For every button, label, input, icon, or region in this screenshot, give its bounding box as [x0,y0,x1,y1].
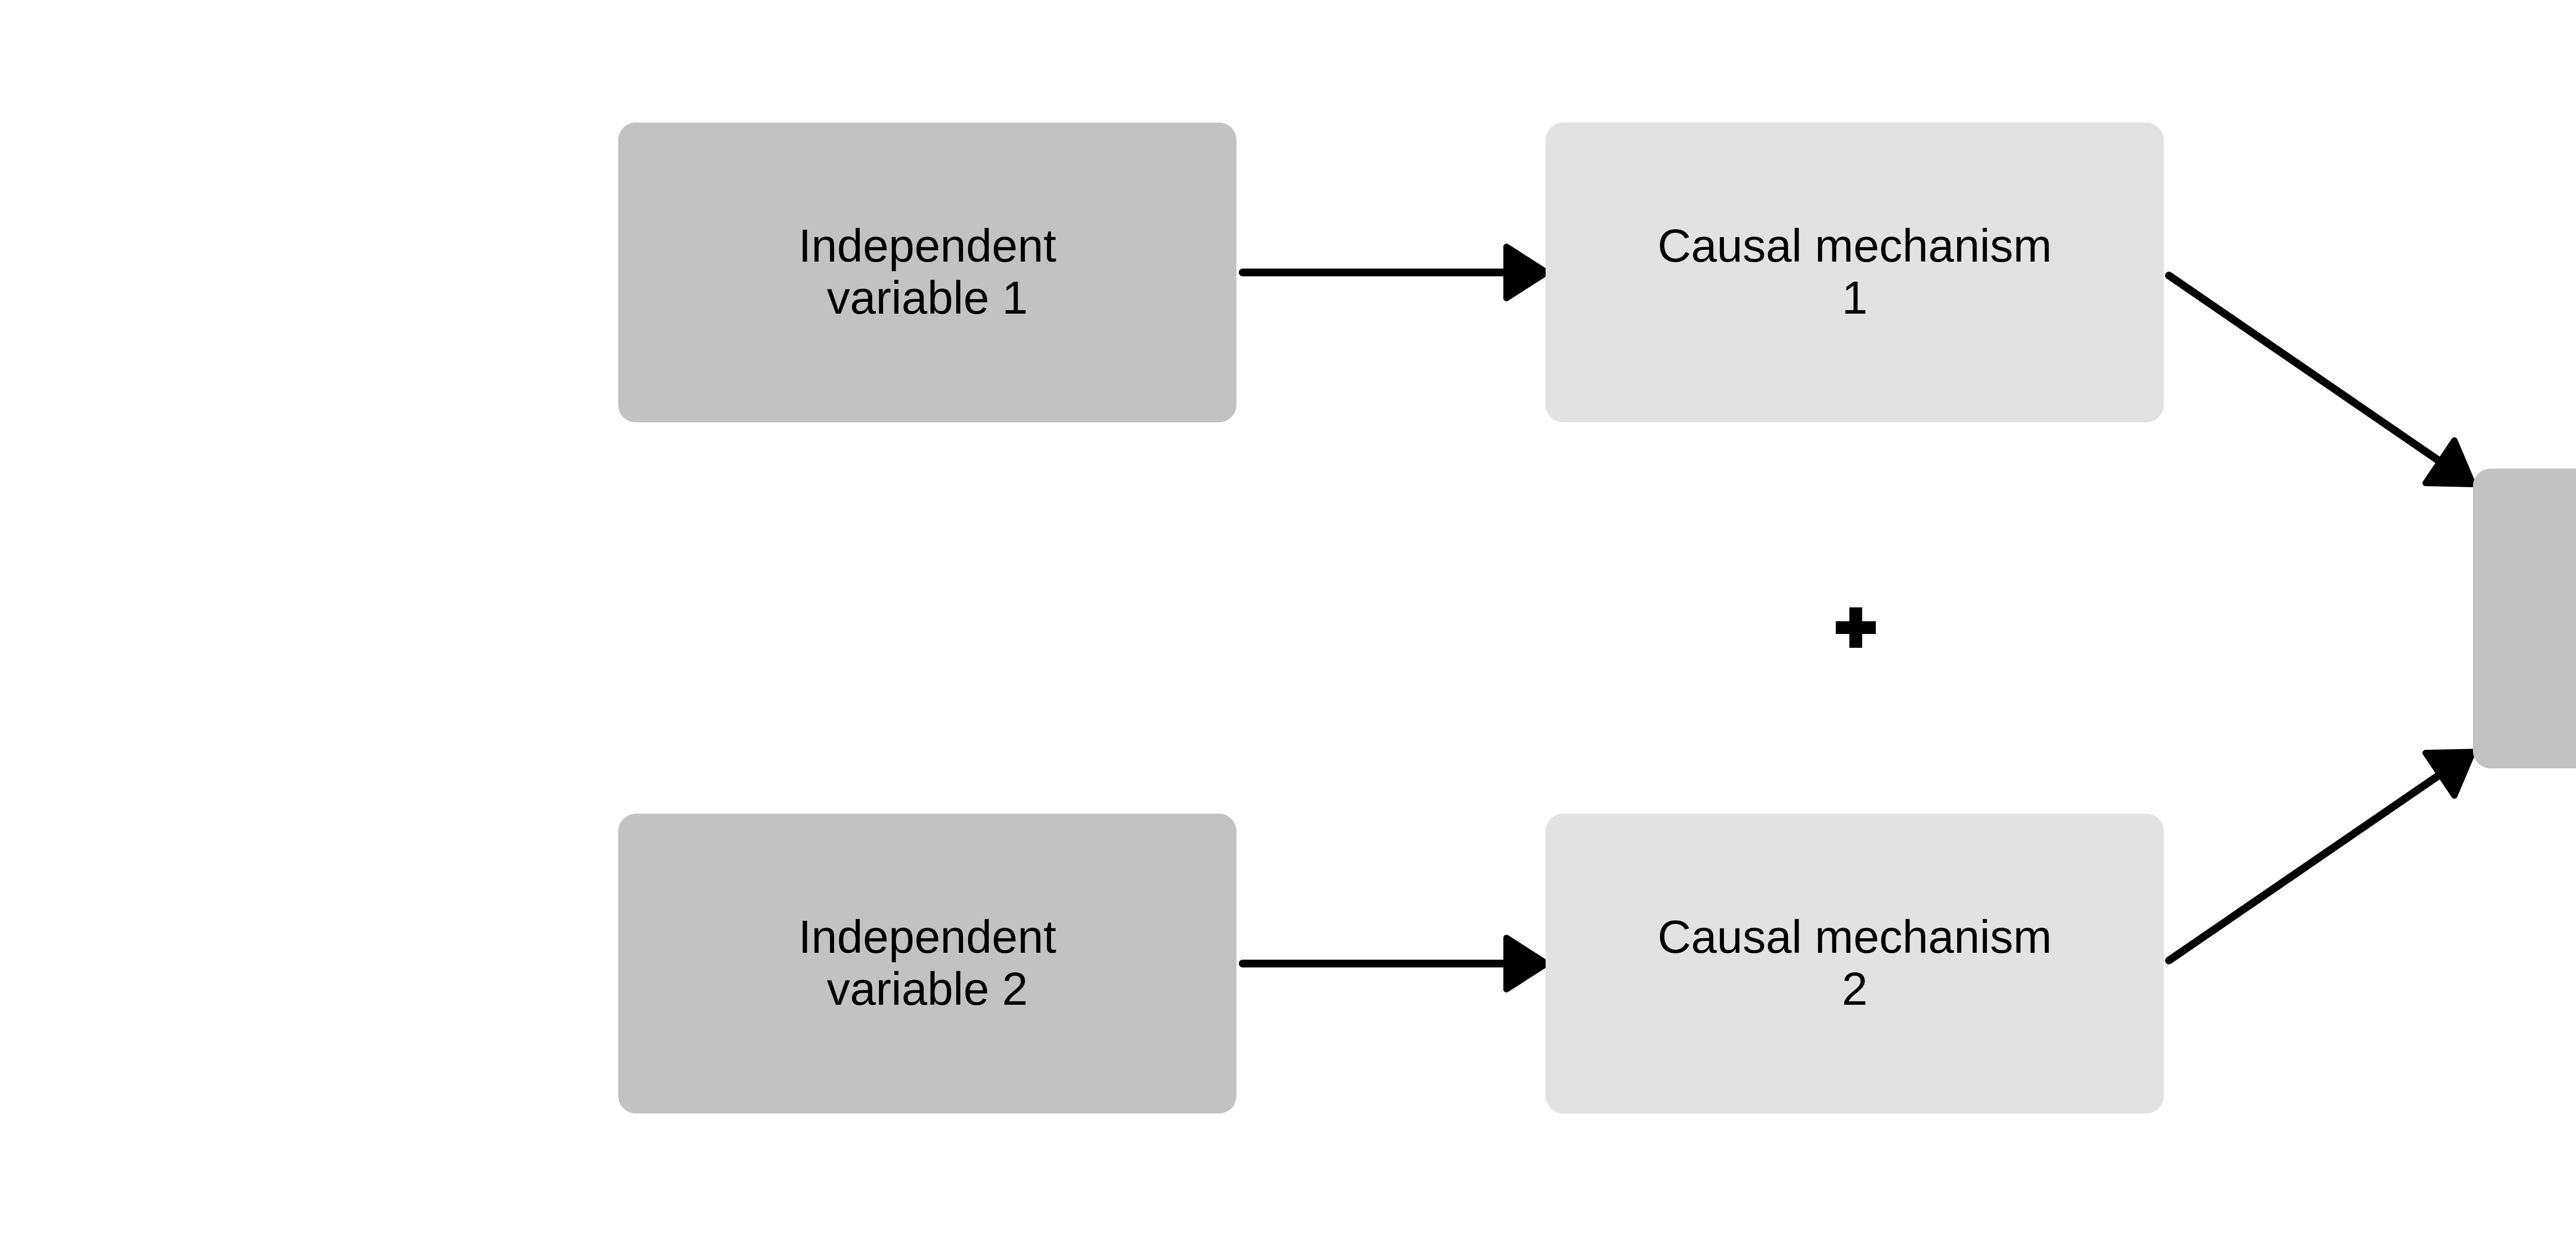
node-independent-variable-2: Independent variable 2 [618,814,1236,1113]
plus-operator: + [1833,588,1879,666]
node-dependent-variable: Dependent variable [2473,469,2576,768]
arrowhead-cm2-icon [1503,935,1550,992]
node-causal-mechanism-1-label: Causal mechanism 1 [1657,220,2052,324]
edge-cm2-to-dv-line [2165,770,2444,965]
node-independent-variable-2-label: Independent variable 2 [798,912,1057,1015]
arrowhead-cm1-icon [1503,244,1550,301]
node-causal-mechanism-2-label: Causal mechanism 2 [1657,912,2052,1015]
node-independent-variable-1: Independent variable 1 [618,123,1236,422]
edge-cm1-to-dv-line [2165,271,2444,466]
node-causal-mechanism-2: Causal mechanism 2 [1546,814,2164,1113]
arrowhead-dv-bottom-icon [2422,749,2476,799]
node-independent-variable-1-label: Independent variable 1 [798,220,1057,324]
node-causal-mechanism-1: Causal mechanism 1 [1546,123,2164,422]
arrowhead-dv-top-icon [2422,437,2476,487]
